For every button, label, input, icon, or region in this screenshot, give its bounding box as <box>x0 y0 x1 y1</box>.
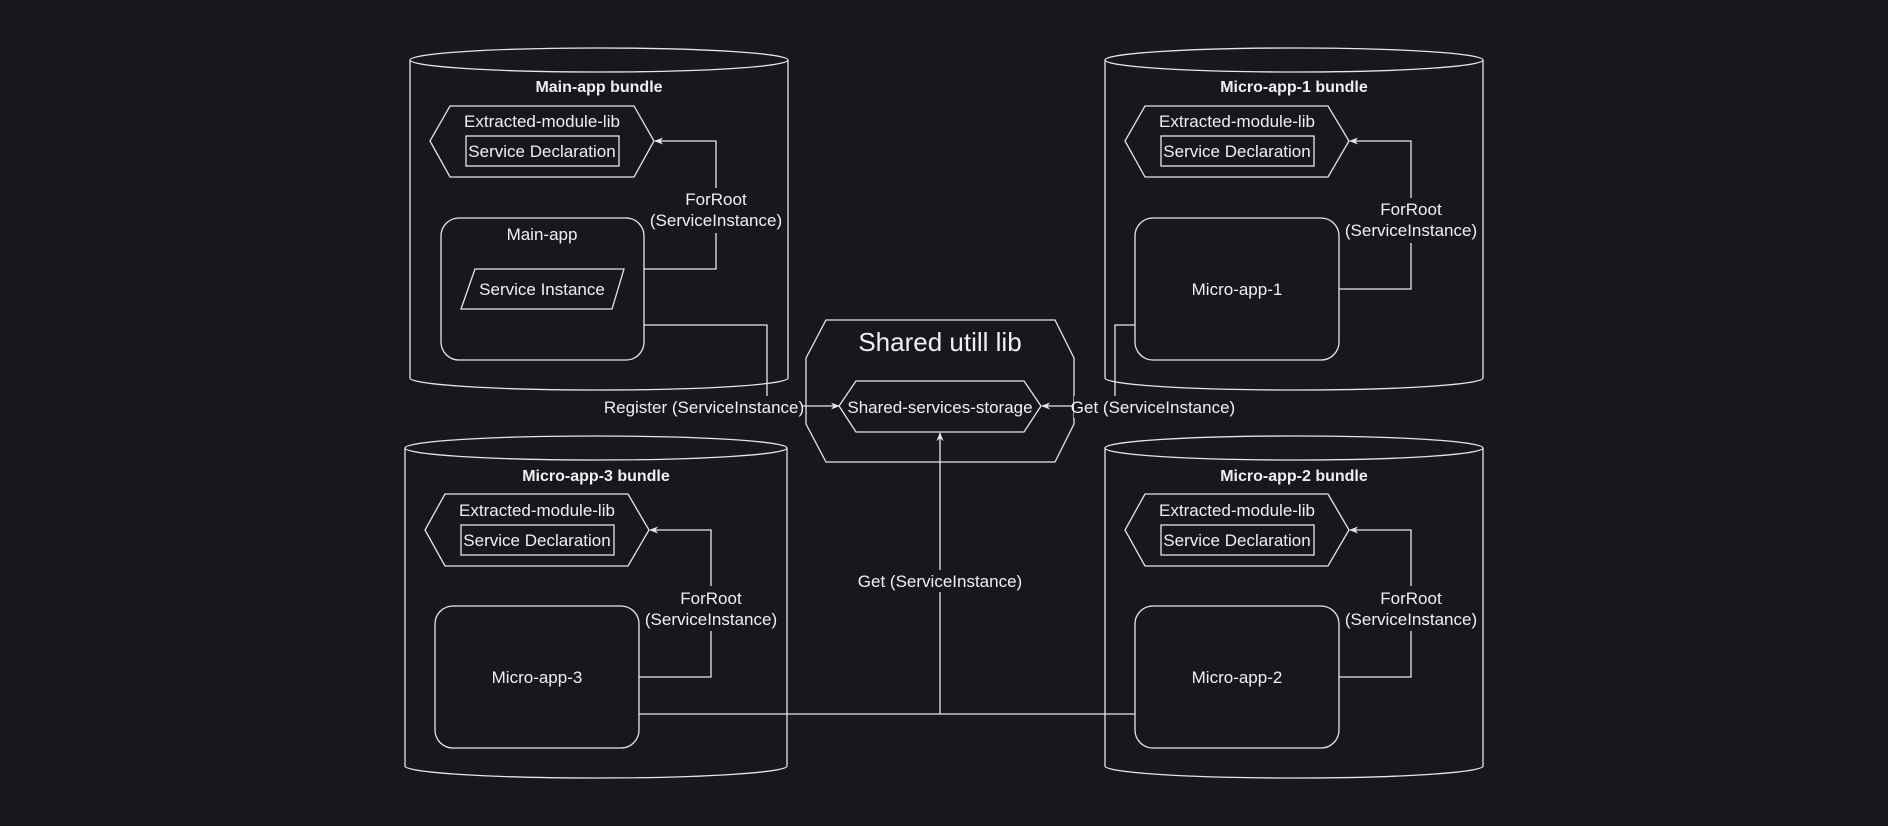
micro-app-1-bundle-title: Micro-app-1 bundle <box>1220 79 1368 96</box>
micro-app-2-label: Micro-app-2 <box>1192 668 1283 687</box>
micro-app-3-bundle-cylinder <box>404 435 788 779</box>
micro3-service-declaration-label: Service Declaration <box>463 531 610 550</box>
get-edge-micro1 <box>1041 324 1135 410</box>
micro1-service-declaration-label: Service Declaration <box>1163 142 1310 161</box>
micro2-service-declaration-label: Service Declaration <box>1163 531 1310 550</box>
register-edge <box>644 324 840 410</box>
main-service-instance <box>460 268 625 310</box>
micro-app-3-bundle: Micro-app-3 bundle Extracted-module-lib … <box>404 435 788 779</box>
shared-util-lib-box <box>805 319 1075 463</box>
shared-services-storage-label: Shared-services-storage <box>847 398 1032 417</box>
micro2-lib-label: Extracted-module-lib <box>1159 501 1315 520</box>
main-app-label: Main-app <box>507 225 578 244</box>
main-app-bundle-title: Main-app bundle <box>535 79 662 96</box>
get-edge-micro1-label: Get (ServiceInstance) <box>1071 398 1235 417</box>
shared-util-lib-title: Shared utill lib <box>858 327 1021 357</box>
micro2-forroot-label-1: ForRoot <box>1380 589 1442 608</box>
micro1-extracted-module-lib <box>1124 105 1350 178</box>
micro-app-2-bundle: Micro-app-2 bundle Extracted-module-lib … <box>1104 435 1484 779</box>
micro-app-2-bundle-title: Micro-app-2 bundle <box>1220 468 1368 485</box>
main-service-instance-label: Service Instance <box>479 280 605 299</box>
main-app-box <box>440 217 645 361</box>
micro3-service-declaration <box>460 524 615 556</box>
micro-app-2-bundle-cylinder <box>1104 435 1484 779</box>
main-service-declaration <box>465 135 620 167</box>
main-app-bundle: Main-app bundle Extracted-module-lib Ser… <box>409 47 789 391</box>
micro1-forroot-label-1: ForRoot <box>1380 200 1442 219</box>
main-app-bundle-cylinder <box>409 47 789 391</box>
micro3-extracted-module-lib <box>424 493 650 567</box>
micro-app-3-label: Micro-app-3 <box>492 668 583 687</box>
micro3-forroot-label-2: (ServiceInstance) <box>645 610 777 629</box>
shared-util-lib: Shared utill lib Shared-services-storage <box>805 319 1075 463</box>
main-extracted-module-lib <box>429 105 655 178</box>
micro-app-1-bundle-cylinder <box>1104 47 1484 391</box>
micro2-service-declaration <box>1160 524 1315 556</box>
register-edge-label: Register (ServiceInstance) <box>604 398 804 417</box>
micro-app-3-bundle-title: Micro-app-3 bundle <box>522 468 670 485</box>
main-service-declaration-label: Service Declaration <box>468 142 615 161</box>
micro-app-1-bundle: Micro-app-1 bundle Extracted-module-lib … <box>1104 47 1484 391</box>
micro1-forroot-label-2: (ServiceInstance) <box>1345 221 1477 240</box>
micro3-forroot-label-1: ForRoot <box>680 589 742 608</box>
get-edge-bottom-label: Get (ServiceInstance) <box>858 572 1022 591</box>
main-lib-label: Extracted-module-lib <box>464 112 620 131</box>
main-forroot-label-1: ForRoot <box>685 190 747 209</box>
micro2-forroot-label-2: (ServiceInstance) <box>1345 610 1477 629</box>
main-forroot-label-2: (ServiceInstance) <box>650 211 782 230</box>
micro1-lib-label: Extracted-module-lib <box>1159 112 1315 131</box>
micro1-service-declaration <box>1160 135 1315 167</box>
micro-app-1-label: Micro-app-1 <box>1192 280 1283 299</box>
micro2-extracted-module-lib <box>1124 493 1350 567</box>
micro3-lib-label: Extracted-module-lib <box>459 501 615 520</box>
